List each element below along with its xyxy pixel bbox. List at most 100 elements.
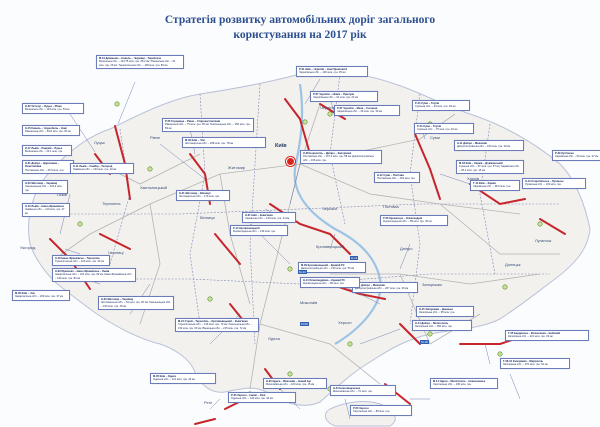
callout-heading: Т-05 Бердянськ – Вознесенка – Бойовий	[508, 332, 561, 335]
callout-body: Дніпропетровська обл. – 130 млн. грн. 55…	[301, 267, 355, 271]
callout-heading: М-09 Кропивницький – Кривий Ріг	[301, 264, 345, 267]
callout-heading: Н-22 Устилуг – Луцьк – Рівне	[25, 105, 62, 108]
callout-heading: М-06 Київ – Чоп	[15, 292, 35, 295]
callout-box: Т-14 Київ – Харків Харківська обл. – 38,…	[470, 180, 520, 191]
callout-box: Н-13 Львів – Івано-Франківськ Львівська …	[22, 203, 70, 217]
city-label: Вінниця	[200, 215, 215, 220]
callout-box: М-09 Кропивницький – Кривий Ріг Дніпропе…	[298, 262, 366, 273]
road-number-badge: М-14	[298, 270, 307, 274]
city-label: Кропивницький	[316, 244, 345, 249]
callout-box: Н-11 Львів – Самбір – Ужгород Львівська …	[70, 163, 134, 174]
callout-body: Кіровоградська обл. – 80 млн. грн.	[303, 282, 345, 286]
callout-heading: М-03 Київ – Харків – Довжанський	[459, 162, 503, 165]
callout-body: Хмельницька обл. – 123,3 млн. грн.	[25, 185, 63, 192]
callout-heading: Р-06 Кременчук – Олександрія	[383, 217, 423, 220]
callout-body: Миколаївська обл. – 72 млн. грн.	[333, 390, 373, 394]
callout-body: Тернопільська обл. – 100 млн. грн. 43 км	[55, 260, 104, 264]
callout-body: Херсонська обл. – 100 млн. грн.	[433, 383, 472, 387]
city-label: Дніпро	[400, 246, 413, 251]
callout-heading: Н-31 Дніпро – Царичанка – Решетилівка	[25, 162, 60, 169]
callout-body: Волинська обл. – 23,1 млн. грн.	[25, 150, 63, 154]
city-label: Луганськ	[535, 238, 552, 243]
city-label: Чернігів	[320, 105, 335, 110]
poster-title: Стратегія розвитку автомобільних доріг з…	[150, 13, 450, 43]
callout-box: Р-33 Херсон – Ізмаїл – Рені Одеська обл.…	[228, 392, 296, 403]
city-label: Миколаїв	[300, 300, 318, 305]
callout-body: Одеська обл. – 121 млн. грн. 26 км	[153, 378, 195, 382]
callout-box: Н-11 Дніпро – Миколаїв Дніпропетровська …	[454, 140, 524, 151]
road-number-badge: М-05	[300, 322, 309, 326]
callout-heading: Н-14 Олександрівка – Кривий Ріг	[303, 279, 346, 282]
callout-body: Дніпропетровська обл. – 100 млн. грн. 39…	[457, 145, 511, 149]
city-label: Хмельницький	[140, 185, 167, 190]
callout-body: Одеська обл. – 130 млн. грн. 30 км	[231, 397, 273, 401]
callout-body: Черкаська обл. – 126 млн. грн. 44 км	[245, 217, 290, 221]
callout-body: Житомирська обл. – 179 млн. грн.	[179, 195, 220, 199]
callout-body: Волинська обл. – 123 млн. грн. 53 км	[25, 108, 70, 112]
callout-heading: Н-13 Львів – Івано-Франківськ	[25, 205, 64, 208]
callout-box: М-14 Одеса – Мелітополь – Новоазовськ Хе…	[430, 378, 498, 389]
callout-heading: Н-24 Благовіщенське	[333, 387, 361, 390]
callout-box: Н-18 Івано-Франківськ – Тернопіль Терноп…	[52, 255, 110, 266]
callout-body: Львівська обл. – 110 млн. грн. 27 км	[25, 208, 65, 215]
callout-heading: Н-09 Мукачево – Івано-Франківськ – Львів	[55, 270, 110, 273]
callout-box: Н-01 Київ – Знам'янка Черкаська обл. – 1…	[242, 212, 296, 223]
callout-body: Житомирська обл. – 208 млн. грн. 78 км	[185, 142, 234, 146]
callout-box: Н-21 Житомир – Вінниця Житомирська обл. …	[176, 190, 230, 201]
callout-body: Сумська обл. – 43 млн. грн. 29 км	[415, 105, 456, 109]
callout-body: Кіровоградська обл. – 85 млн. грн. 33 км	[383, 220, 432, 224]
callout-box: Н-09 Мукачево – Івано-Франківськ – Львів…	[52, 268, 136, 282]
callout-box: Р-50 Херсон Херсонська обл. – 80 млн. гр…	[350, 405, 412, 416]
callout-heading: Н-15 Ковель – Чорнобиль – Нові	[25, 127, 67, 130]
callout-heading: Н-21 Житомир – Вінниця	[179, 192, 211, 195]
callout-heading: Т-14 Київ – Харків	[473, 182, 496, 185]
callout-box: Р-39 Куп'янськ Харківська обл. – 60 млн.…	[552, 150, 600, 161]
callout-box: М-21 Стрий – Тернопіль – Кропивницький –…	[175, 318, 259, 332]
callout-body: Миколаївська обл. – 100 млн. грн. 15 км	[266, 383, 315, 387]
callout-heading: М-06 Київ – Чоп	[185, 139, 205, 142]
ukraine-road-map	[27, 71, 591, 427]
callout-body: Луганська обл. – 133 млн. грн.	[525, 183, 562, 187]
callout-heading: Р-50 Херсон	[353, 407, 369, 410]
city-label: Одеса	[268, 336, 280, 341]
city-label: Суми	[430, 135, 440, 140]
callout-heading: Н-33 Одеса – Миколаїв – Новий Буг	[266, 380, 312, 383]
callout-box: Н-13 Старобільськ – Луганськ Луганська о…	[522, 178, 586, 189]
callout-box: Н-15 Ковель – Чорнобиль – Нові Рівненськ…	[22, 125, 80, 136]
callout-box: Р-01 Київ – Чернігів – Нові Яриловичі Че…	[296, 66, 368, 77]
city-label: Запоріжжя	[422, 282, 442, 287]
callout-body: Запорізька обл. – 470 млн. грн. 54 км	[503, 363, 548, 367]
city-label: Київ	[275, 143, 287, 149]
callout-box: Н-03 Житомир – Чернівці Хмельницька обл.…	[22, 180, 68, 194]
capital-marker	[286, 157, 295, 166]
city-label: Рені	[204, 400, 212, 405]
callout-box: Н-15 Запоріжжя – Донецьк Запорізька обл.…	[416, 306, 474, 317]
callout-heading: М-19 Доманове – Ковель – Чернівці – Тере…	[99, 57, 162, 60]
callout-body: Чернігівська обл. – 100 млн. грн. 35 км	[299, 71, 346, 75]
callout-body: Тернопільська обл. – 139 млн. грн. 70 км…	[178, 323, 253, 330]
callout-box: Н-24 Благовіщенське Миколаївська обл. – …	[330, 385, 396, 396]
callout-body: Чернігівська обл. – 91 млн. грн. 23 км	[313, 96, 358, 100]
callout-heading: Н-01 Київ – Знам'янка	[245, 214, 273, 217]
callout-box: Н-08 Бориспіль – Дніпро – Запоріжжя Полт…	[300, 150, 382, 164]
callout-body: Полтавська обл. – 163 млн. грн.	[377, 177, 416, 181]
callout-body: Полтавська обл. – 167,2 млн. грн. 58 км;…	[303, 155, 374, 162]
city-label: Тернопіль	[102, 201, 121, 206]
callout-heading: Р-33 Херсон – Ізмаїл – Рені	[231, 394, 266, 397]
city-label: Житомир	[228, 165, 246, 170]
poster-title-line2: користування на 2017 рік	[233, 29, 367, 41]
callout-box: Т-05 Бердянськ – Вознесенка – Бойовий За…	[505, 330, 589, 341]
callout-body: Рівненська обл. – 75 млн. грн. 55 км; Хм…	[165, 123, 251, 130]
road-number-badge: М-18	[420, 340, 429, 344]
callout-body: Львівська обл. – 123 млн. грн. 40 км	[73, 168, 117, 172]
callout-heading: Н-15 Запоріжжя – Донецьк	[419, 308, 453, 311]
callout-heading: М-21 Стрий – Тернопіль – Кропивницький –…	[178, 320, 248, 323]
callout-box: Н-33 Одеса – Миколаїв – Новий Буг Микола…	[263, 378, 327, 389]
callout-box: Н-03 Житомир – Чернівці Житомирська обл.…	[98, 296, 174, 310]
callout-heading: Р-44 Суми – Глухів	[415, 102, 440, 105]
callout-box: Н-22 Устилуг – Луцьк – Рівне Волинська о…	[22, 103, 84, 114]
poster-title-line1: Стратегія розвитку автомобільних доріг з…	[164, 14, 436, 26]
city-label: Ужгород	[20, 245, 36, 250]
city-label: Харків	[467, 176, 479, 181]
